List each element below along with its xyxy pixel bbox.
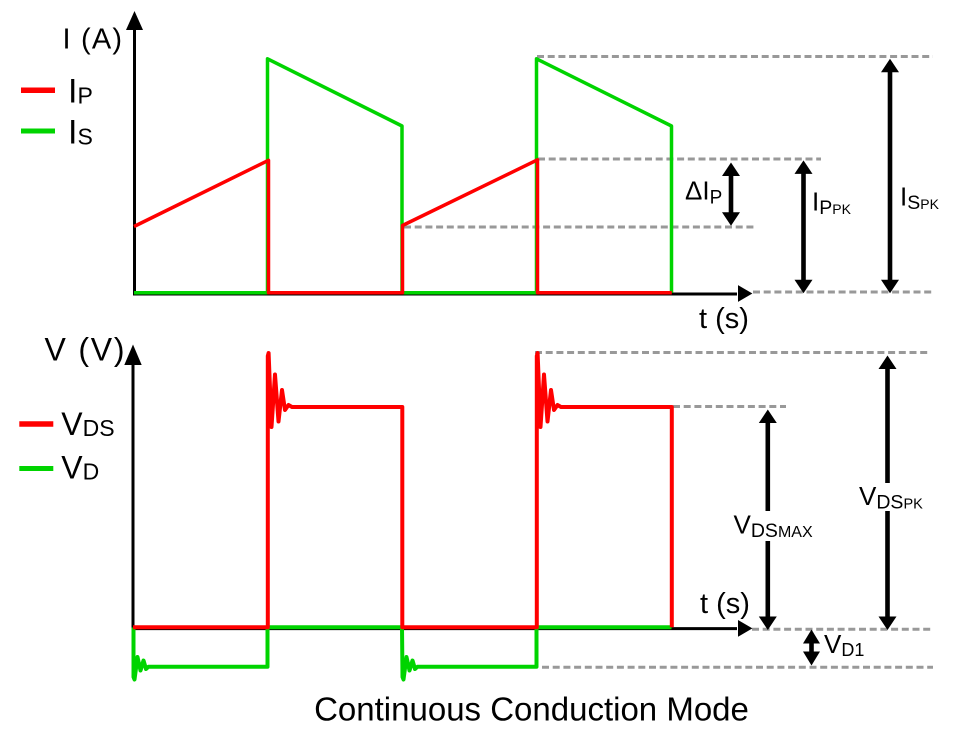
svg-text:t (s): t (s) xyxy=(700,588,750,620)
svg-text:t (s): t (s) xyxy=(699,303,749,335)
svg-text:V (V): V (V) xyxy=(45,332,127,368)
svg-text:I (A): I (A) xyxy=(63,24,124,56)
svg-text:Continuous Conduction Mode: Continuous Conduction Mode xyxy=(314,691,749,728)
